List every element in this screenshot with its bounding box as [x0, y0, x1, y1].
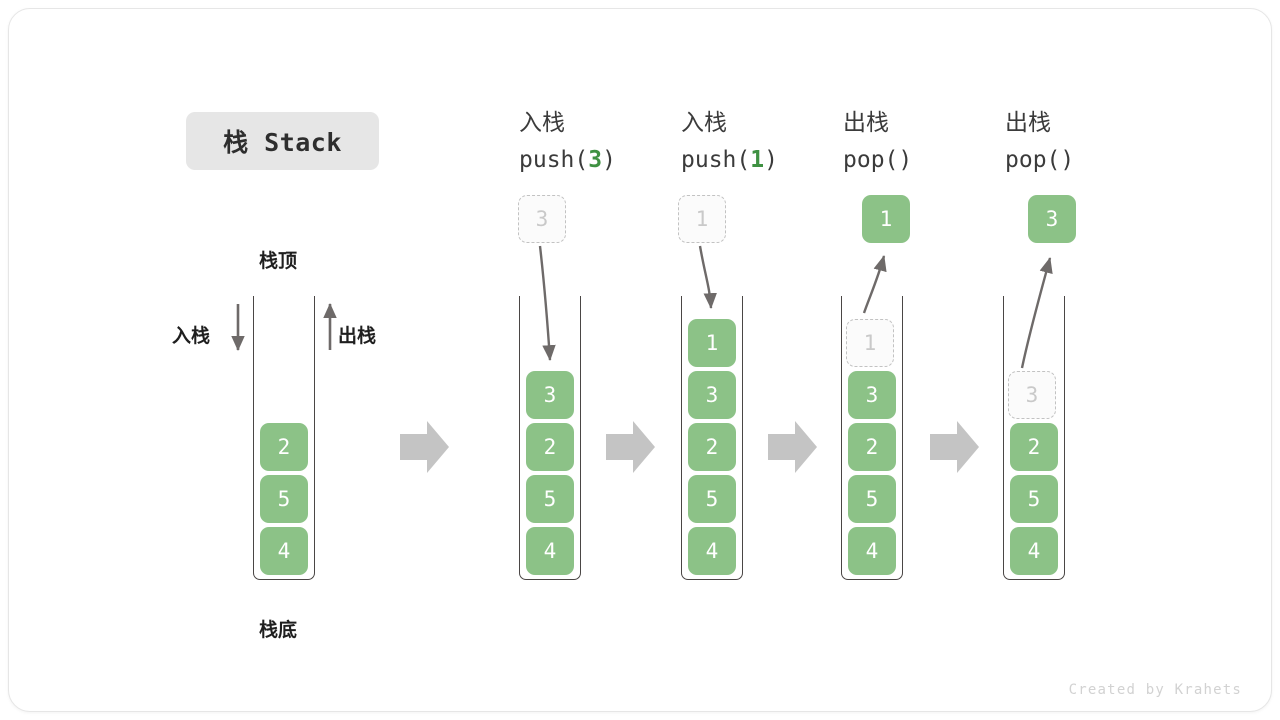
pop-direction-label: 出栈 [338, 325, 377, 347]
column-header-pop-1: 出栈 pop() [843, 105, 912, 179]
stack-element: 4 [526, 527, 574, 575]
stack-container-push-3 [519, 296, 581, 580]
column-header-push-1: 入栈 push(1) [681, 105, 778, 179]
column-header-code: pop() [1005, 147, 1075, 173]
stack-element: 1 [688, 319, 736, 367]
stack-container-pop-3 [1003, 296, 1065, 580]
stack-element: 4 [1010, 527, 1058, 575]
floating-ghost-element: 1 [678, 195, 726, 243]
stack-element: 5 [848, 475, 896, 523]
column-header-cn: 出栈 [1005, 110, 1051, 136]
popped-element: 3 [1028, 195, 1076, 243]
stack-container-initial [253, 296, 315, 580]
stack-element: 5 [526, 475, 574, 523]
stack-element: 4 [260, 527, 308, 575]
diagram-title: 栈 Stack [186, 112, 379, 170]
stack-container-push-1 [681, 296, 743, 580]
column-header-code: push(3) [519, 147, 616, 173]
stack-element-ghost: 3 [1008, 371, 1056, 419]
stack-element: 5 [260, 475, 308, 523]
column-header-cn: 入栈 [519, 110, 565, 136]
stack-element: 2 [526, 423, 574, 471]
stack-element: 5 [1010, 475, 1058, 523]
column-header-pop-3: 出栈 pop() [1005, 105, 1074, 179]
column-header-cn: 出栈 [843, 110, 889, 136]
column-header-code: push(1) [681, 147, 778, 173]
stack-bottom-label: 栈底 [259, 619, 298, 641]
column-header-cn: 入栈 [681, 110, 727, 136]
stack-element: 3 [848, 371, 896, 419]
stack-element: 4 [848, 527, 896, 575]
stack-element: 3 [526, 371, 574, 419]
floating-ghost-element: 3 [518, 195, 566, 243]
stack-element: 2 [260, 423, 308, 471]
footer-credit: Created by Krahets [1068, 682, 1242, 698]
column-header-push-3: 入栈 push(3) [519, 105, 616, 179]
stack-top-label: 栈顶 [259, 250, 298, 272]
stack-element: 5 [688, 475, 736, 523]
stack-element: 2 [688, 423, 736, 471]
stack-container-pop-1 [841, 296, 903, 580]
push-direction-label: 入栈 [172, 325, 211, 347]
popped-element: 1 [862, 195, 910, 243]
column-header-code: pop() [843, 147, 913, 173]
stack-element: 4 [688, 527, 736, 575]
stack-element: 3 [688, 371, 736, 419]
stack-element-ghost: 1 [846, 319, 894, 367]
stack-element: 2 [1010, 423, 1058, 471]
stack-element: 2 [848, 423, 896, 471]
